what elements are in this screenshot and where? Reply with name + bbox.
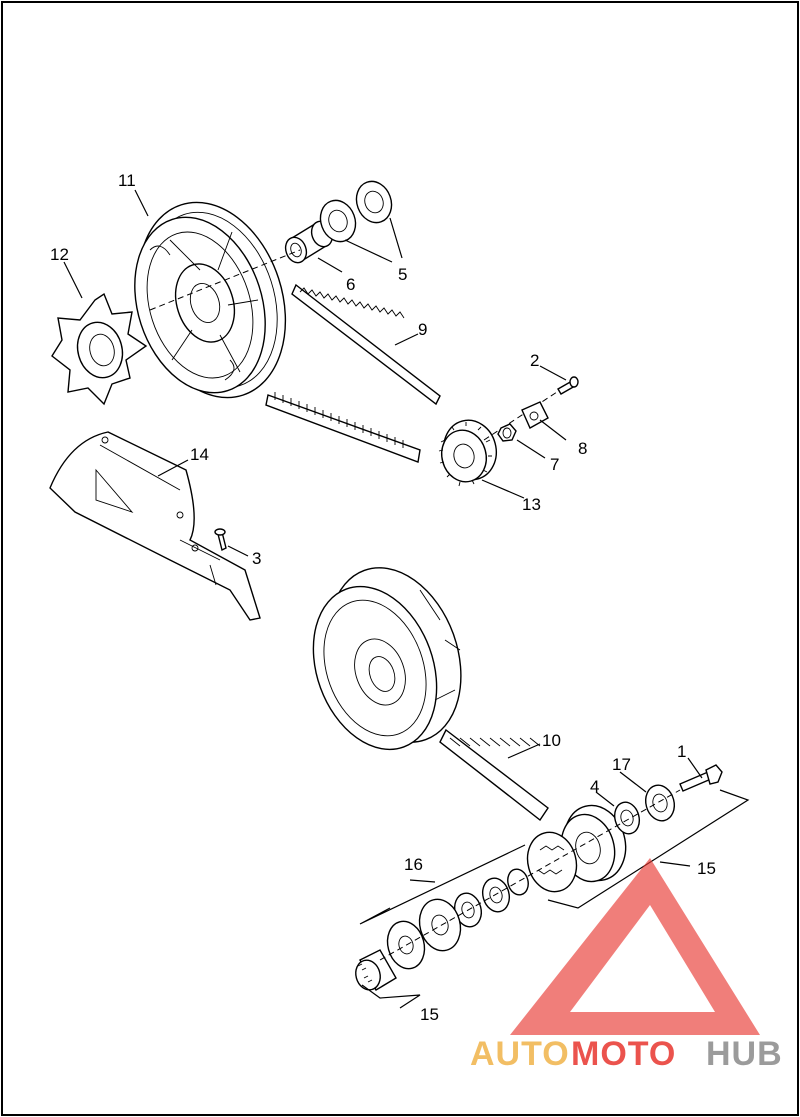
callout-8: 8 <box>578 439 587 458</box>
callout-14: 14 <box>190 445 209 464</box>
callout-15-lower: 15 <box>420 1005 439 1024</box>
part-12-fan <box>51 292 148 406</box>
callout-13: 13 <box>522 495 541 514</box>
watermark-text-moto: MOTO <box>571 1035 676 1073</box>
part-1-bolt <box>679 764 723 792</box>
callout-6: 6 <box>346 275 355 294</box>
part-13-sprocket <box>438 419 497 487</box>
callout-17: 17 <box>612 755 631 774</box>
callout-9: 9 <box>418 320 427 339</box>
watermark-text-hub: HUB <box>706 1035 783 1073</box>
part-8-lockplate <box>521 401 549 429</box>
clutch-basket <box>312 567 462 751</box>
part-6-spacer <box>284 220 334 264</box>
callout-7: 7 <box>550 455 559 474</box>
part-5-bearings <box>319 180 393 243</box>
callout-1: 1 <box>677 742 686 761</box>
part-10-chain <box>439 728 549 822</box>
callout-2: 2 <box>530 351 539 370</box>
part-17-bearing <box>644 784 676 822</box>
callout-4: 4 <box>590 777 599 796</box>
part-4-washer <box>613 801 641 835</box>
part-16-spring-washers <box>386 868 529 970</box>
part-2-screw <box>557 376 579 395</box>
watermark-triangle-mark <box>510 858 760 1035</box>
callout-15-upper: 15 <box>697 859 716 878</box>
part-7-nut <box>497 423 517 442</box>
leader-lines <box>63 189 750 1009</box>
part-11-rear-pulley <box>134 201 287 399</box>
callout-16: 16 <box>404 855 423 874</box>
callout-12: 12 <box>50 245 69 264</box>
callout-labels: 1 2 3 4 5 6 7 8 9 10 11 12 13 14 15 15 1… <box>50 171 716 1024</box>
part-15-splined-hub <box>355 949 397 991</box>
callout-10: 10 <box>542 731 561 750</box>
callout-11: 11 <box>118 171 136 190</box>
part-9-belt <box>265 283 441 463</box>
callout-3: 3 <box>252 549 261 568</box>
callout-5: 5 <box>398 265 407 284</box>
part-14-belt-guard <box>49 431 261 621</box>
part-compensator-cam <box>526 831 578 893</box>
part-3-screw <box>214 528 227 552</box>
watermark-logo: AUTO MOTO HUB <box>470 858 783 1073</box>
watermark-text-auto: AUTO <box>470 1035 570 1073</box>
